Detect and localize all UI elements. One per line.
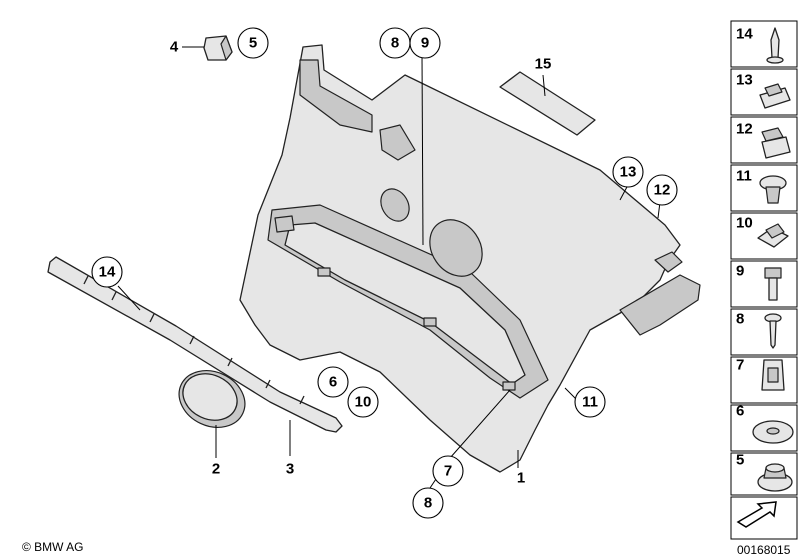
orientation-arrow-icon xyxy=(730,496,798,540)
svg-text:12: 12 xyxy=(736,121,753,138)
callout-6: 6 xyxy=(317,366,349,398)
svg-text:11: 11 xyxy=(736,168,752,185)
svg-text:14: 14 xyxy=(99,264,116,281)
callout-14: 14 xyxy=(91,256,123,288)
legend-item-7[interactable]: 7 xyxy=(730,356,798,404)
svg-text:8: 8 xyxy=(424,495,432,512)
callout-1: 1 xyxy=(517,470,525,487)
strip-clips xyxy=(83,275,305,405)
callout-9: 9 xyxy=(409,27,441,59)
legend-item-12[interactable]: 12 xyxy=(730,116,798,164)
screw-icon xyxy=(764,313,782,349)
svg-text:2: 2 xyxy=(212,461,220,478)
callout-2: 2 xyxy=(212,461,220,478)
callout-4: 4 xyxy=(170,39,179,56)
legend-item-5[interactable]: 5 xyxy=(730,452,798,496)
door-trim-panel xyxy=(239,44,701,473)
small-cover-cap xyxy=(203,35,233,61)
svg-text:14: 14 xyxy=(736,26,753,43)
svg-text:7: 7 xyxy=(444,463,452,480)
callout-8-bottom: 8 xyxy=(412,487,444,519)
legend-item-11[interactable]: 11 xyxy=(730,164,798,212)
diagram-id: 00168015 xyxy=(737,543,791,557)
expanding-rivet-icon xyxy=(759,175,787,204)
callout-11: 11 xyxy=(574,386,606,418)
svg-text:5: 5 xyxy=(736,452,744,469)
callout-7: 7 xyxy=(432,455,464,487)
legend-item-8[interactable]: 8 xyxy=(730,308,798,356)
svg-text:3: 3 xyxy=(286,461,294,478)
trim-strip xyxy=(499,71,596,136)
clip-icon xyxy=(761,359,785,391)
bolt-icon xyxy=(764,267,782,301)
svg-text:13: 13 xyxy=(736,72,753,89)
callout-13: 13 xyxy=(612,156,644,188)
svg-text:10: 10 xyxy=(355,394,372,411)
svg-text:8: 8 xyxy=(391,35,399,52)
svg-text:7: 7 xyxy=(736,357,744,374)
callout-3: 3 xyxy=(286,461,294,478)
callout-15: 15 xyxy=(535,56,552,73)
callout-8-top: 8 xyxy=(379,27,411,59)
svg-text:8: 8 xyxy=(736,311,744,328)
svg-text:12: 12 xyxy=(654,182,671,199)
washer-icon xyxy=(752,420,794,444)
clip-icon xyxy=(759,83,791,109)
svg-text:1: 1 xyxy=(517,470,525,487)
svg-text:9: 9 xyxy=(421,35,429,52)
svg-text:13: 13 xyxy=(620,164,637,181)
callout-10: 10 xyxy=(347,386,379,418)
legend-item-10[interactable]: 10 xyxy=(730,212,798,260)
legend-item-13[interactable]: 13 xyxy=(730,68,798,116)
nut-icon xyxy=(757,463,793,492)
svg-text:6: 6 xyxy=(736,403,744,420)
clip-icon xyxy=(761,127,791,159)
legend-item-6[interactable]: 6 xyxy=(730,403,798,452)
legend-item-9[interactable]: 9 xyxy=(730,260,798,308)
callout-5: 5 xyxy=(237,27,269,59)
svg-text:6: 6 xyxy=(329,374,337,391)
svg-text:11: 11 xyxy=(582,394,598,411)
callout-12: 12 xyxy=(646,174,678,206)
speaker-cover xyxy=(178,370,246,428)
finisher-strip xyxy=(47,256,343,433)
svg-text:10: 10 xyxy=(736,215,753,232)
copyright-text: © BMW AG xyxy=(22,540,84,554)
clip-nut-icon xyxy=(757,223,789,248)
svg-text:4: 4 xyxy=(170,39,179,56)
leader-lines xyxy=(117,46,661,489)
legend-item-14[interactable]: 14 xyxy=(730,20,798,68)
svg-text:5: 5 xyxy=(249,35,257,52)
svg-text:15: 15 xyxy=(535,56,552,73)
svg-text:9: 9 xyxy=(736,263,744,280)
parts-legend: 14 13 12 11 xyxy=(730,20,798,540)
pin-icon xyxy=(766,27,784,64)
